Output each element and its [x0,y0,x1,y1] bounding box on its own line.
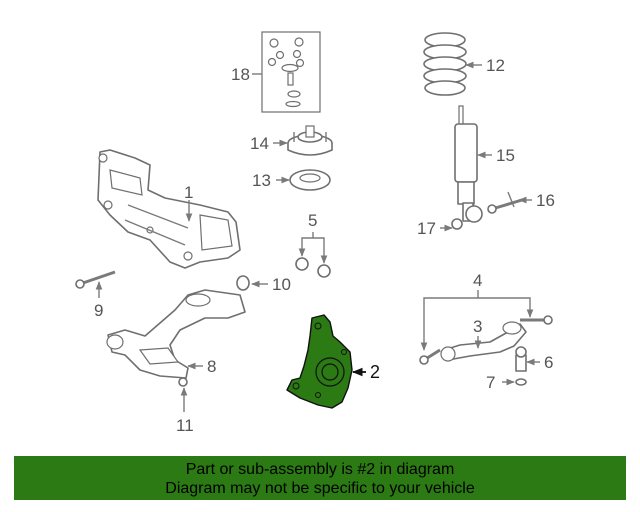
info-banner: Part or sub-assembly is #2 in diagram Di… [14,456,626,500]
banner-line-2: Diagram may not be specific to your vehi… [165,480,475,497]
callout-14: 14 [250,134,269,153]
callout-1: 1 [184,183,193,202]
part-18-hardware-kit[interactable] [261,31,321,113]
callout-3: 3 [473,317,482,336]
callout-18: 18 [231,65,250,84]
callout-9: 9 [94,301,103,320]
part-13-spring-insulator[interactable] [289,169,331,191]
part-4-bolts[interactable] [419,315,553,365]
part-17-nut[interactable] [451,218,463,230]
callout-13: 13 [252,171,271,190]
part-9-bolt[interactable] [75,270,116,289]
part-2-steering-knuckle[interactable] [286,314,353,409]
part-10-bushing[interactable] [236,275,250,291]
part-1-subframe[interactable] [97,149,241,269]
callout-17: 17 [417,219,436,238]
callout-4: 4 [473,271,482,290]
callout-2: 2 [370,362,380,382]
callout-6: 6 [544,353,553,372]
part-12-coil-spring[interactable] [423,32,467,96]
callout-12: 12 [486,56,505,75]
callout-7: 7 [486,373,495,392]
callout-5: 5 [308,211,317,230]
part-14-strut-mount[interactable] [287,125,333,156]
callout-16: 16 [536,191,555,210]
part-3-upper-control-arm[interactable] [440,321,527,362]
callout-8: 8 [207,357,216,376]
callout-15: 15 [496,146,515,165]
parts-diagram: 18 14 13 12 15 16 [75,31,555,435]
part-15-shock-absorber[interactable] [454,105,483,223]
part-6-ball-joint[interactable] [515,346,527,372]
callout-10: 10 [272,275,291,294]
part-5-nuts[interactable] [295,257,331,278]
banner-line-1: Part or sub-assembly is #2 in diagram [185,461,455,478]
part-7-washer[interactable] [515,378,527,386]
part-16-bolt[interactable] [487,191,523,214]
part-8-lower-control-arm[interactable] [106,289,246,387]
callout-11: 11 [176,416,194,435]
